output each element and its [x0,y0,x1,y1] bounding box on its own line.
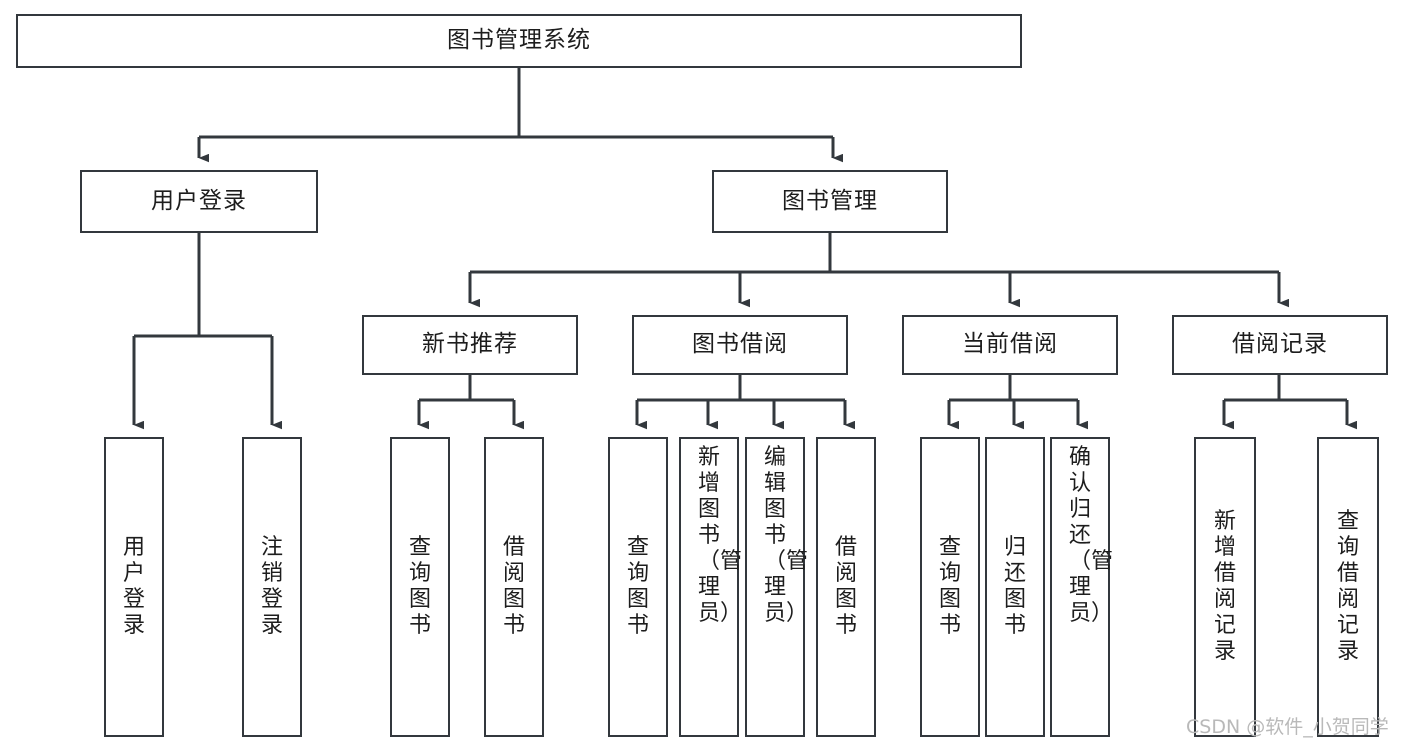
node-new-book-recommend[interactable]: 新书推荐 [362,315,578,375]
node-leaf-query-record[interactable]: 查询借阅记录 [1317,437,1379,737]
node-leaf-query-book-2-label: 查询图书 [627,535,650,638]
node-leaf-logout-login-label: 注销登录 [261,535,284,638]
node-leaf-add-record[interactable]: 新增借阅记录 [1194,437,1256,737]
node-book-manage[interactable]: 图书管理 [712,170,948,233]
node-leaf-confirm-return[interactable]: 确认归还（管理员） [1050,437,1114,737]
node-current-borrow[interactable]: 当前借阅 [902,315,1118,375]
node-leaf-query-book-2[interactable]: 查询图书 [608,437,668,737]
node-leaf-query-book-3[interactable]: 查询图书 [920,437,980,737]
node-leaf-query-record-label: 查询借阅记录 [1337,509,1360,664]
node-user-login-label: 用户登录 [151,187,247,214]
node-leaf-add-record-label: 新增借阅记录 [1214,509,1237,664]
node-leaf-return-book[interactable]: 归还图书 [985,437,1045,737]
node-leaf-borrow-book-1[interactable]: 借阅图书 [484,437,544,737]
node-root[interactable]: 图书管理系统 [16,14,1022,68]
node-leaf-add-book[interactable]: 新增图书（管理员） [679,437,743,737]
node-leaf-logout-login[interactable]: 注销登录 [242,437,302,737]
node-root-label: 图书管理系统 [447,27,591,54]
node-borrow-record-label: 借阅记录 [1232,331,1328,358]
node-leaf-borrow-book-1-label: 借阅图书 [503,535,526,638]
node-leaf-query-book-3-label: 查询图书 [939,535,962,638]
node-borrow-record[interactable]: 借阅记录 [1172,315,1388,375]
node-leaf-confirm-return-label: 确认归还（管理员） [1069,445,1114,626]
node-leaf-query-book-1[interactable]: 查询图书 [390,437,450,737]
node-current-borrow-label: 当前借阅 [962,331,1058,358]
node-leaf-borrow-book-2[interactable]: 借阅图书 [816,437,876,737]
node-book-manage-label: 图书管理 [782,187,878,214]
node-new-book-recommend-label: 新书推荐 [422,331,518,358]
node-leaf-user-login-label: 用户登录 [123,535,146,638]
node-leaf-return-book-label: 归还图书 [1004,535,1027,638]
node-leaf-add-book-label: 新增图书（管理员） [698,445,743,626]
node-book-borrow-label: 图书借阅 [692,331,788,358]
node-leaf-query-book-1-label: 查询图书 [409,535,432,638]
node-leaf-borrow-book-2-label: 借阅图书 [835,535,858,638]
watermark: CSDN @软件_小贺同学 [1186,716,1389,738]
node-book-borrow[interactable]: 图书借阅 [632,315,848,375]
node-leaf-user-login[interactable]: 用户登录 [104,437,164,737]
node-leaf-edit-book[interactable]: 编辑图书（管理员） [745,437,809,737]
node-user-login[interactable]: 用户登录 [80,170,318,233]
node-leaf-edit-book-label: 编辑图书（管理员） [764,445,809,626]
